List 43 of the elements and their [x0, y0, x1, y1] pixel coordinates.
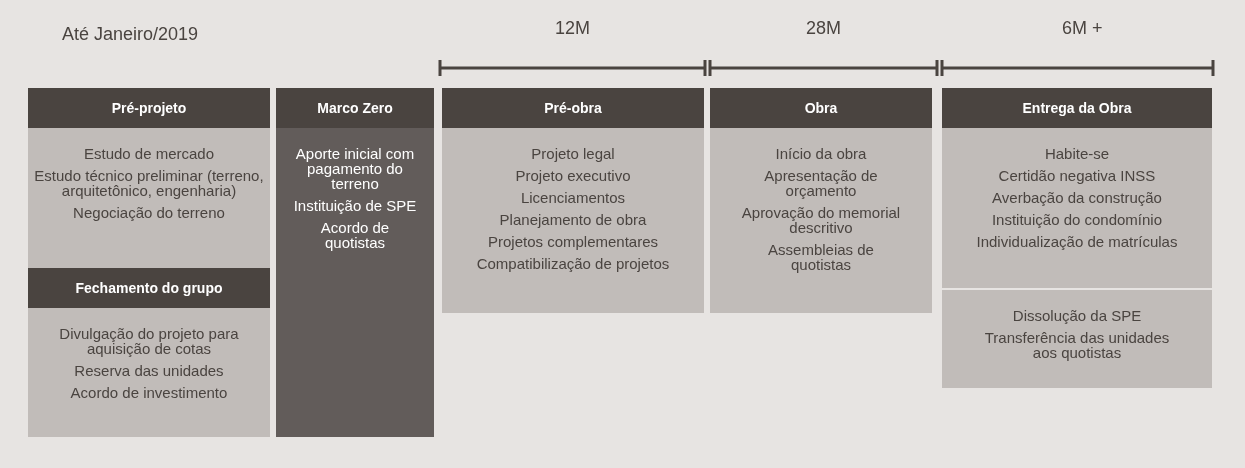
task-text: Aporte inicial com pagamento do terreno — [294, 146, 416, 191]
phase-card — [942, 88, 1212, 288]
task-text: Planejamento de obra — [499, 212, 647, 227]
phase-heading: Fechamento do grupo — [28, 268, 270, 308]
phase-card — [276, 88, 434, 437]
task-text: Projeto executivo — [515, 168, 631, 183]
phase-heading: Entrega da Obra — [942, 88, 1212, 128]
task-text: Licenciamentos — [520, 190, 626, 205]
task-text: Aprovação do memorial descritivo — [740, 205, 902, 235]
task-text: Estudo de mercado — [83, 146, 215, 161]
task-text: Dissolução da SPE — [1012, 308, 1142, 323]
task-text: Averbação da construção — [992, 190, 1162, 205]
task-text: Assembleias de quotistas — [767, 242, 875, 272]
duration-label: 6M + — [1062, 18, 1103, 39]
task-text: Reserva das unidades — [74, 363, 224, 378]
task-text: Habite-se — [1044, 146, 1110, 161]
phase-heading: Obra — [710, 88, 932, 128]
phase-card — [442, 88, 704, 313]
task-text: Apresentação de orçamento — [763, 168, 879, 198]
task-text: Transferência das unidades aos quotistas — [983, 330, 1171, 360]
phase-heading: Marco Zero — [276, 88, 434, 128]
task-text: Instituição do condomínio — [991, 212, 1163, 227]
task-text: Início da obra — [775, 146, 867, 161]
task-text: Estudo técnico preliminar (terreno, arquitetônico, engenharia) — [34, 168, 264, 198]
task-text: Negociação do terreno — [73, 205, 225, 220]
phase-card — [710, 88, 932, 313]
phase-heading: Pré-obra — [442, 88, 704, 128]
task-text: Projetos complementares — [487, 234, 659, 249]
phase-card — [942, 290, 1212, 388]
task-text: Instituição de SPE — [293, 198, 417, 213]
task-text: Acordo de investimento — [70, 385, 228, 400]
task-text: Acordo de quotistas — [319, 220, 391, 250]
task-text: Projeto legal — [531, 146, 615, 161]
duration-label: 28M — [806, 18, 841, 39]
phase-card — [28, 88, 270, 268]
phase-heading: Pré-projeto — [28, 88, 270, 128]
phase-card — [28, 268, 270, 437]
duration-label: 12M — [555, 18, 590, 39]
task-text: Individualização de matrículas — [976, 234, 1178, 249]
task-text: Certidão negativa INSS — [998, 168, 1156, 183]
task-text: Divulgação do projeto para aquisição de cotas — [59, 326, 239, 356]
date-label: Até Janeiro/2019 — [62, 24, 199, 45]
task-text: Compatibilização de projetos — [476, 256, 670, 271]
